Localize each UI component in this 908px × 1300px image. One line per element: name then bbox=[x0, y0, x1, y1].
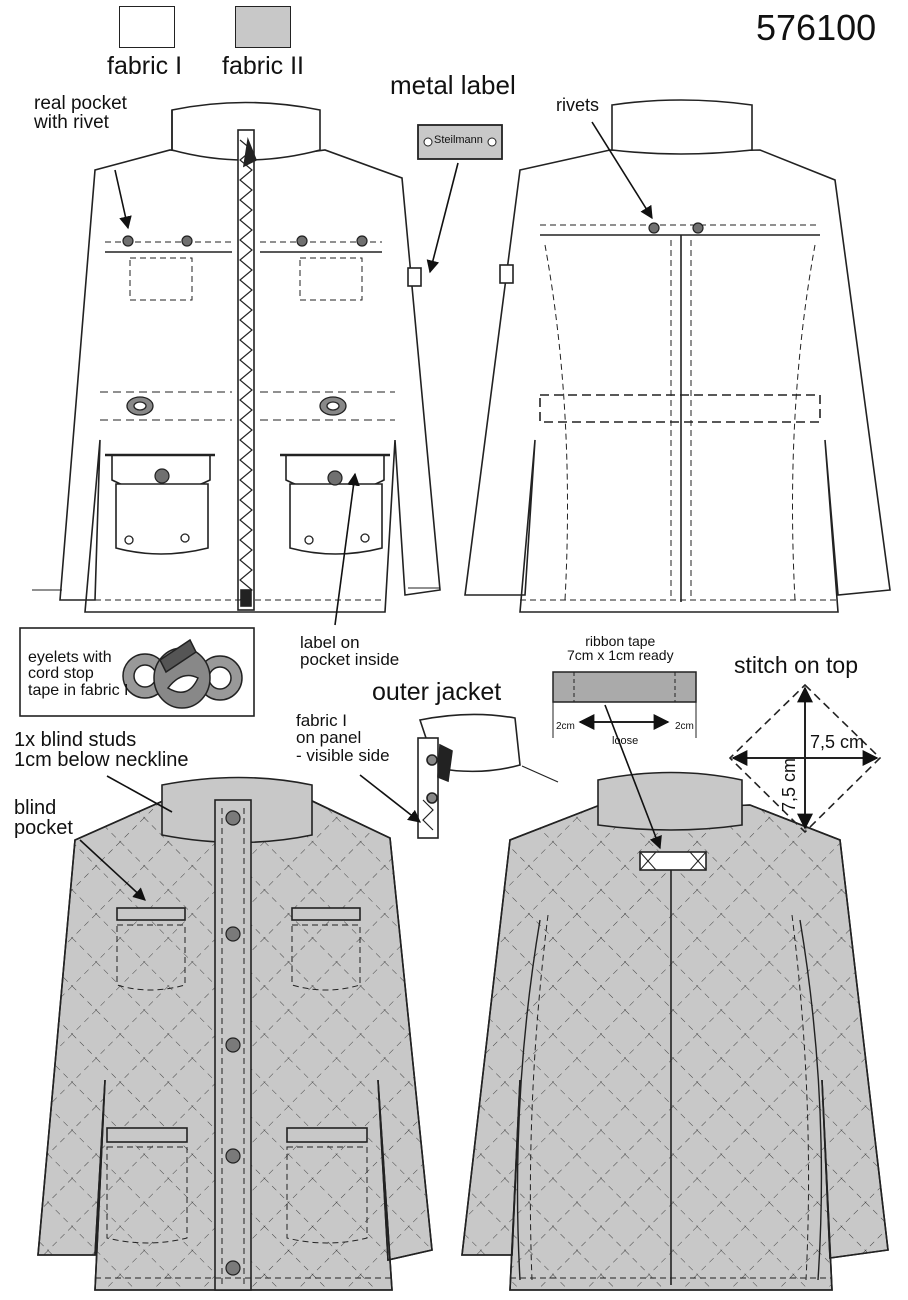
real-pocket-label: real pocket with rivet bbox=[34, 93, 127, 134]
cord-stop-icon bbox=[126, 396, 347, 416]
blind-studs bbox=[225, 810, 241, 1276]
fabric-on-panel-label: fabric I on panel - visible side bbox=[296, 711, 390, 765]
front-jacket-outer-view bbox=[32, 101, 441, 613]
blind-studs-label: 1x blind studs 1cm below neckline bbox=[14, 729, 189, 772]
front-rivets bbox=[122, 235, 368, 486]
fabric-1-label: fabric I bbox=[107, 52, 183, 80]
metal-label-hole-right bbox=[487, 137, 497, 147]
stitch-on-top-label: stitch on top bbox=[734, 652, 859, 678]
ribbon-tape-label: ribbon tape 7cm x 1cm ready bbox=[567, 633, 674, 664]
back-jacket-outer-view bbox=[464, 99, 891, 613]
rivets-label: rivets bbox=[556, 95, 600, 115]
metal-label-hole-left bbox=[423, 137, 433, 147]
callout-arrows bbox=[79, 121, 662, 901]
fabric-2-label: fabric II bbox=[222, 52, 304, 80]
ribbon-loose-label: loose bbox=[612, 735, 639, 747]
ribbon-right-label: 2cm bbox=[675, 721, 694, 732]
ribbon-left-label: 2cm bbox=[556, 721, 575, 732]
metal-label-title: metal label bbox=[390, 70, 516, 100]
stitch-horizontal-label: 7,5 cm bbox=[810, 732, 865, 752]
back-rivets bbox=[648, 222, 704, 234]
back-jacket-inner-quilted bbox=[461, 771, 889, 1291]
stitch-diamond-diagram bbox=[728, 683, 882, 834]
fabric-1-swatch bbox=[119, 6, 175, 48]
eyelets-label: eyelets with cord stop tape in fabric I bbox=[28, 649, 129, 699]
style-number: 576100 bbox=[756, 7, 877, 48]
ribbon-tape-diagram bbox=[552, 671, 697, 738]
fabric-2-swatch bbox=[235, 6, 291, 48]
outer-jacket-label: outer jacket bbox=[372, 678, 502, 706]
metal-label-text: Steilmann bbox=[434, 134, 483, 146]
front-jacket-inner-quilted bbox=[37, 776, 433, 1291]
outer-jacket-collar-detail bbox=[417, 713, 559, 839]
label-on-pocket-label: label on pocket inside bbox=[300, 633, 400, 670]
eyelet-cord-stop-icon bbox=[122, 638, 243, 709]
pocket-eyelets bbox=[124, 533, 370, 545]
stitch-vertical-label: 7,5 cm bbox=[779, 757, 799, 812]
blind-pocket-label: blind pocket bbox=[14, 797, 73, 840]
